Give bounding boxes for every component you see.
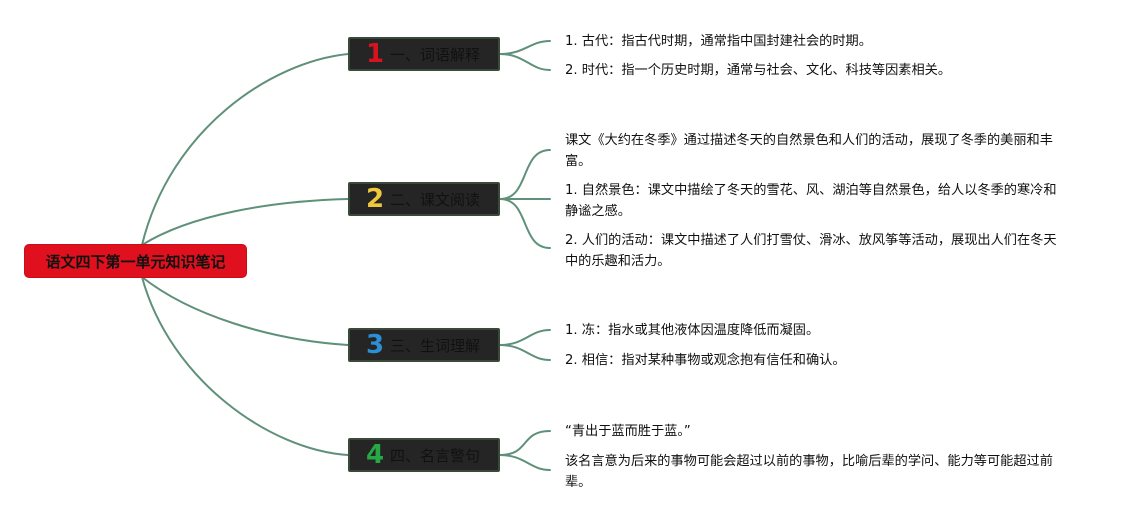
leaf-4-2: 该名言意为后来的事物可能会超过以前的事物，比喻后辈的学问、能力等可能超过前辈。 bbox=[565, 454, 1053, 490]
leaf-1-2: 2. 时代：指一个历史时期，通常与社会、文化、科技等因素相关。 bbox=[565, 63, 952, 78]
leaf-1-1: 1. 古代：指古代时期，通常指中国封建社会的时期。 bbox=[565, 34, 872, 49]
branch-label-2: 二、课文阅读 bbox=[390, 190, 481, 209]
connector-root-branch-1 bbox=[141, 53, 349, 246]
connector-b4-leaf-2 bbox=[499, 454, 551, 471]
leaf-3-1: 1. 冻：指水或其他液体因温度降低而凝固。 bbox=[565, 323, 820, 338]
connector-b1-leaf-2 bbox=[499, 53, 551, 71]
branch-label-4: 四、名言警句 bbox=[390, 446, 481, 465]
branch-node-3[interactable]: 3 三、生词理解 bbox=[348, 328, 500, 362]
connector-b3-leaf-2 bbox=[499, 344, 551, 361]
branch-number-4: 4 bbox=[365, 440, 385, 470]
branch-label-1: 一、词语解释 bbox=[390, 45, 481, 64]
connector-b1-leaf-1 bbox=[499, 40, 551, 55]
leaf-2-1: 课文《大约在冬季》通过描述冬天的自然景色和人们的活动，展现了冬季的美丽和丰富。 bbox=[565, 133, 1053, 169]
branch-number-3: 3 bbox=[365, 330, 385, 360]
leaf-2-3: 2. 人们的活动：课文中描述了人们打雪仗、滑冰、放风筝等活动，展现出人们在冬天中… bbox=[565, 233, 1057, 269]
connector-root-branch-4 bbox=[141, 276, 349, 456]
branch-node-1[interactable]: 1 一、词语解释 bbox=[348, 37, 500, 71]
connector-b2-leaf-1 bbox=[499, 149, 551, 200]
branch-number-2: 2 bbox=[365, 184, 385, 214]
branch-number-1: 1 bbox=[365, 39, 385, 69]
branch-node-4[interactable]: 4 四、名言警句 bbox=[348, 438, 500, 472]
root-label: 语文四下第一单元知识笔记 bbox=[45, 252, 226, 271]
connector-root-branch-2 bbox=[141, 198, 349, 246]
leaf-4-1: “青出于蓝而胜于蓝。” bbox=[565, 424, 691, 439]
leaf-3-2: 2. 相信：指对某种事物或观念抱有信任和确认。 bbox=[565, 353, 846, 368]
connector-root-branch-3 bbox=[141, 276, 349, 346]
leaf-2-2: 1. 自然景色：课文中描绘了冬天的雪花、风、湖泊等自然景色，给人以冬季的寒冷和静… bbox=[565, 183, 1057, 219]
root-node[interactable]: 语文四下第一单元知识笔记 bbox=[25, 245, 246, 277]
connector-b3-leaf-1 bbox=[499, 329, 551, 346]
branch-label-3: 三、生词理解 bbox=[390, 336, 481, 355]
connector-b2-leaf-3 bbox=[499, 198, 551, 249]
branch-node-2[interactable]: 2 二、课文阅读 bbox=[348, 182, 500, 216]
connector-b4-leaf-1 bbox=[499, 430, 551, 456]
